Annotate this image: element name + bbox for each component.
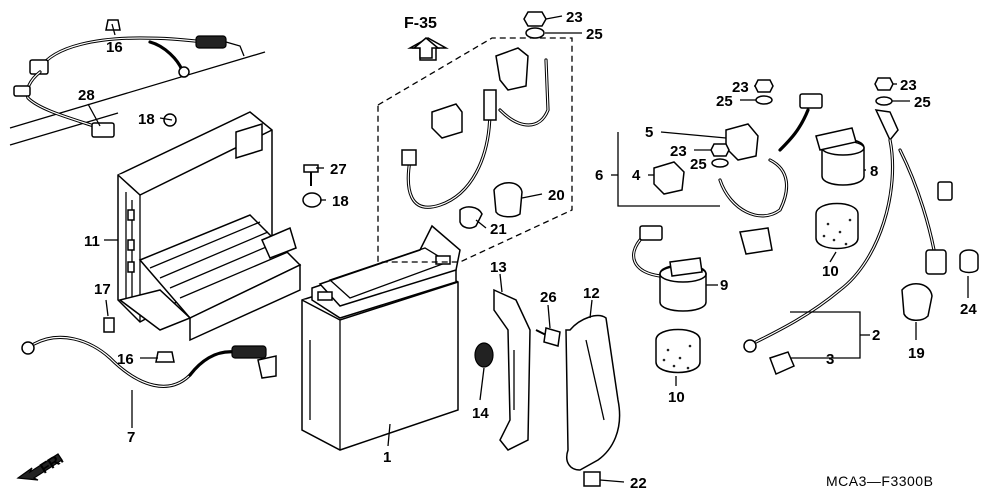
harness-upper-left bbox=[9, 19, 266, 146]
cap-4 bbox=[653, 161, 685, 195]
washer-25-r2 bbox=[875, 96, 893, 106]
clip-17 bbox=[103, 317, 115, 333]
callout-14: 14 bbox=[472, 405, 489, 422]
callout-5: 5 bbox=[645, 124, 653, 141]
callout-3: 3 bbox=[826, 351, 834, 368]
bolt-22 bbox=[583, 471, 601, 487]
callout-1: 1 bbox=[383, 449, 391, 466]
callout-23-r1: 23 bbox=[732, 79, 749, 96]
callout-8: 8 bbox=[870, 163, 878, 180]
callout-22: 22 bbox=[630, 475, 647, 492]
callout-18-side: 18 bbox=[332, 193, 349, 210]
callout-11: 11 bbox=[84, 233, 100, 250]
relay-wiring bbox=[632, 93, 823, 278]
callout-23-r2: 23 bbox=[900, 77, 917, 94]
callout-16-bottom: 16 bbox=[117, 351, 134, 368]
washer-25-r1 bbox=[755, 95, 773, 105]
nut-23-r2 bbox=[874, 77, 894, 91]
battery bbox=[301, 224, 461, 451]
callout-18-box: 18 bbox=[138, 111, 155, 128]
cover-10-lower bbox=[655, 328, 701, 374]
callout-13: 13 bbox=[490, 259, 507, 276]
reference-arrow bbox=[411, 37, 441, 59]
relay-8 bbox=[815, 127, 865, 186]
callout-26: 26 bbox=[540, 289, 557, 306]
washer-25-mid bbox=[711, 158, 729, 168]
bracket-lines-4-5-6 bbox=[617, 132, 720, 207]
grommet-24 bbox=[959, 249, 979, 274]
relay-9 bbox=[659, 257, 707, 312]
grommet-18 bbox=[302, 192, 322, 208]
callout-24: 24 bbox=[960, 301, 977, 318]
bolt-27 bbox=[303, 164, 319, 186]
front-arrow bbox=[16, 453, 63, 481]
callout-19: 19 bbox=[908, 345, 925, 362]
cable-2 bbox=[743, 109, 953, 376]
callout-20: 20 bbox=[548, 187, 565, 204]
washer-25-top bbox=[525, 27, 545, 39]
leader-lines bbox=[87, 15, 969, 483]
bracket-13 bbox=[493, 288, 531, 451]
callout-10-lower: 10 bbox=[668, 389, 685, 406]
callout-21: 21 bbox=[490, 221, 507, 238]
callout-4: 4 bbox=[632, 167, 641, 184]
cover-12 bbox=[565, 314, 621, 471]
nut-23-mid bbox=[710, 143, 730, 157]
callout-23-top: 23 bbox=[566, 9, 583, 26]
callout-16-top: 16 bbox=[106, 39, 123, 56]
callout-10-upper: 10 bbox=[822, 263, 839, 280]
detail-box bbox=[377, 37, 573, 263]
callout-25-r2: 25 bbox=[914, 94, 931, 111]
callout-25-r1: 25 bbox=[716, 93, 733, 110]
callout-6: 6 bbox=[595, 167, 603, 184]
drawing-code: MCA3—F3300B bbox=[826, 473, 933, 489]
clamp-19 bbox=[901, 283, 933, 321]
callout-2: 2 bbox=[872, 327, 880, 344]
callout-23-mid: 23 bbox=[670, 143, 687, 160]
battery-box bbox=[117, 111, 302, 342]
callouts: 1 2 3 4 5 6 7 8 9 10 10 11 12 13 14 16 1… bbox=[78, 9, 977, 492]
reference-label: F-35 bbox=[404, 15, 437, 32]
callout-25-top: 25 bbox=[586, 26, 603, 43]
callout-9: 9 bbox=[720, 277, 728, 294]
callout-17: 17 bbox=[94, 281, 111, 298]
callout-12: 12 bbox=[583, 285, 600, 302]
grommet-14 bbox=[474, 342, 494, 368]
cap-5 bbox=[725, 123, 759, 161]
negative-cable bbox=[21, 335, 277, 388]
nut-23-r1 bbox=[754, 79, 774, 93]
callout-7: 7 bbox=[127, 429, 135, 446]
callout-28: 28 bbox=[78, 87, 95, 104]
nut-23-top bbox=[523, 11, 547, 27]
callout-27: 27 bbox=[330, 161, 347, 178]
bolt-26 bbox=[535, 327, 561, 347]
callout-25-mid: 25 bbox=[690, 156, 707, 173]
cover-10-upper bbox=[815, 202, 859, 250]
